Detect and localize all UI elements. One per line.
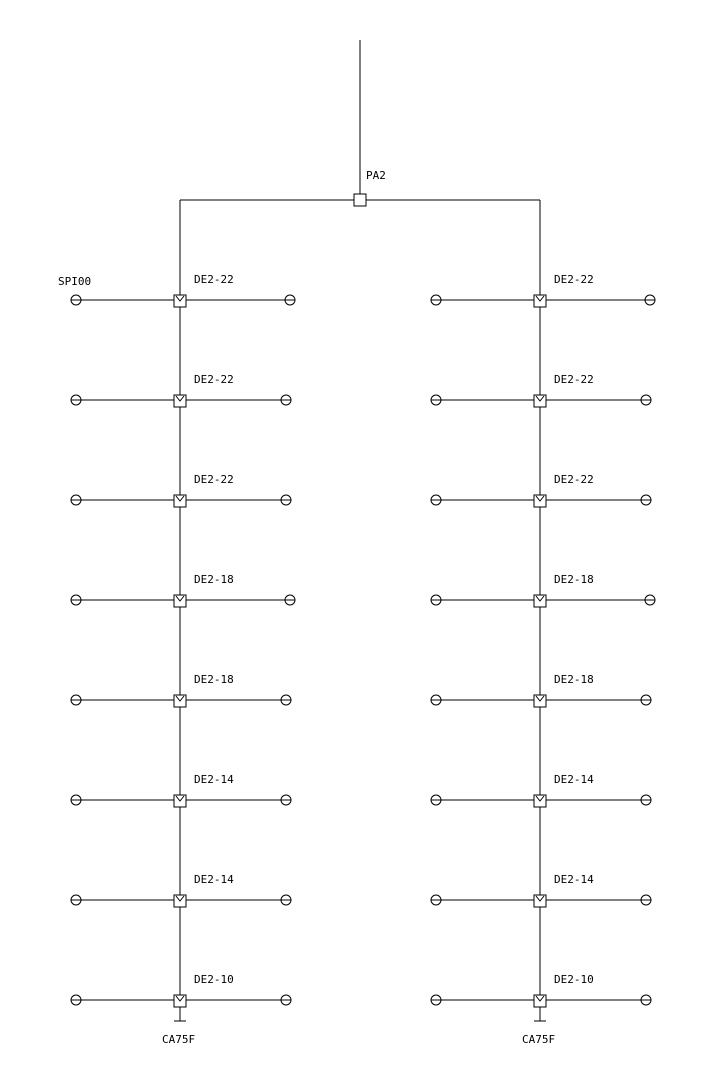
left-fitting-mark <box>175 695 185 702</box>
right-node-label: DE2-10 <box>554 973 594 986</box>
right-node-label: DE2-22 <box>554 373 594 386</box>
right-fitting-mark <box>535 595 545 602</box>
left-fitting-mark <box>175 295 185 302</box>
left-fitting-mark <box>175 795 185 802</box>
left-fitting-mark <box>175 995 185 1002</box>
left-fitting-mark <box>175 895 185 902</box>
left-fitting-mark <box>175 395 185 402</box>
right-fitting-mark <box>535 295 545 302</box>
left-start-label: SPI00 <box>58 275 91 288</box>
left-node-label: DE2-22 <box>194 373 234 386</box>
right-fitting-mark <box>535 895 545 902</box>
left-end-label: CA75F <box>162 1033 195 1046</box>
left-branch: DE2-22DE2-22DE2-22DE2-18DE2-18DE2-14DE2-… <box>70 273 296 1022</box>
left-node-label: DE2-18 <box>194 573 234 586</box>
right-end-label: CA75F <box>522 1033 555 1046</box>
right-node-label: DE2-18 <box>554 673 594 686</box>
left-node-label: DE2-14 <box>194 873 234 886</box>
top-node-label: PA2 <box>366 169 386 182</box>
left-node-label: DE2-22 <box>194 273 234 286</box>
right-node-label: DE2-18 <box>554 573 594 586</box>
left-node-label: DE2-14 <box>194 773 234 786</box>
right-fitting-mark <box>535 795 545 802</box>
right-node-label: DE2-22 <box>554 273 594 286</box>
left-node-label: DE2-10 <box>194 973 234 986</box>
left-fitting-mark <box>175 595 185 602</box>
left-node-label: DE2-18 <box>194 673 234 686</box>
left-fitting-mark <box>175 495 185 502</box>
right-node-label: DE2-22 <box>554 473 594 486</box>
right-node-label: DE2-14 <box>554 873 594 886</box>
right-fitting-mark <box>535 495 545 502</box>
right-node-label: DE2-14 <box>554 773 594 786</box>
right-fitting-mark <box>535 395 545 402</box>
right-fitting-mark <box>535 695 545 702</box>
top-junction-box <box>353 193 367 207</box>
right-branch: DE2-22DE2-22DE2-22DE2-18DE2-18DE2-14DE2-… <box>430 273 656 1022</box>
left-node-label: DE2-22 <box>194 473 234 486</box>
right-fitting-mark <box>535 995 545 1002</box>
